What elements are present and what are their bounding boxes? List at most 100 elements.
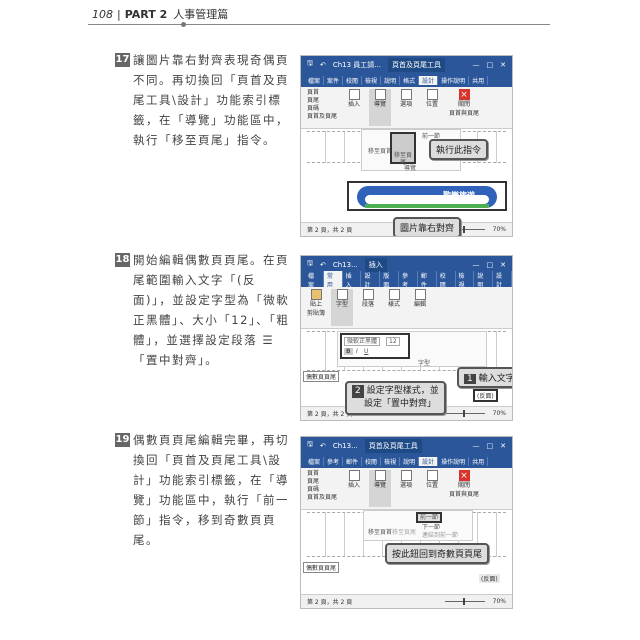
label: 位置 bbox=[426, 482, 439, 489]
position-button[interactable]: 位置 bbox=[421, 89, 443, 126]
maximize-icon[interactable]: □ bbox=[486, 260, 494, 269]
tab-view[interactable]: 檢視 bbox=[456, 271, 475, 289]
insert-icon bbox=[348, 470, 360, 481]
undo-icon[interactable]: ↶ bbox=[319, 260, 326, 269]
close-header-footer-button[interactable]: ×關閉頁首與頁尾 bbox=[447, 89, 481, 126]
tab-help[interactable]: 說明 bbox=[381, 75, 401, 85]
styles-button[interactable]: 樣式 bbox=[383, 289, 405, 326]
undo-icon[interactable]: ↶ bbox=[319, 441, 326, 450]
options-button[interactable]: 選項 bbox=[395, 470, 417, 507]
tab-references[interactable]: 參考 bbox=[399, 271, 418, 289]
previous-section-button[interactable]: 前一節 bbox=[422, 133, 441, 140]
context-tab-label: 頁首及頁尾工具 bbox=[387, 57, 445, 72]
paste-button[interactable]: 貼上剪貼簿 bbox=[305, 289, 327, 326]
close-icon[interactable]: ✕ bbox=[500, 260, 506, 269]
minimize-icon[interactable]: — bbox=[472, 60, 480, 69]
footer-button[interactable]: 頁尾 bbox=[307, 478, 320, 485]
tab-review[interactable]: 校閱 bbox=[343, 75, 363, 85]
tab-format[interactable]: 格式 bbox=[400, 75, 420, 85]
maximize-icon[interactable]: □ bbox=[486, 60, 494, 69]
tell-me[interactable]: 操作說明 bbox=[438, 75, 470, 85]
tab-file[interactable]: 檔案 bbox=[305, 456, 325, 466]
tab-mailings[interactable]: 郵件 bbox=[343, 456, 363, 466]
tab-home[interactable]: 常用 bbox=[323, 271, 343, 289]
font-button[interactable]: 字型 bbox=[331, 289, 354, 326]
bold-button[interactable]: B bbox=[344, 348, 353, 355]
page-number-button[interactable]: 頁碼 bbox=[307, 105, 320, 112]
tab-file[interactable]: 檔案 bbox=[305, 75, 325, 85]
footer-button[interactable]: 頁尾 bbox=[307, 97, 320, 104]
previous-section-button[interactable]: 前一節 bbox=[416, 512, 443, 523]
goto-header-button[interactable]: 移至頁首 bbox=[368, 148, 393, 155]
save-icon[interactable]: 🖫 bbox=[307, 59, 313, 67]
tab-insert[interactable]: 插入 bbox=[343, 271, 362, 289]
tab-file[interactable]: 檔案 bbox=[305, 271, 324, 289]
save-icon[interactable]: 🖫 bbox=[307, 259, 313, 267]
next-section-button[interactable]: 下一節 bbox=[422, 524, 441, 531]
close-icon[interactable]: ✕ bbox=[500, 60, 506, 69]
navigation-icon bbox=[374, 89, 386, 100]
tab-help[interactable]: 說明 bbox=[474, 271, 494, 289]
tab-mailings[interactable]: 案件 bbox=[324, 75, 344, 85]
page-number-button[interactable]: 頁碼 bbox=[307, 486, 320, 493]
insert-button[interactable]: 插入 bbox=[343, 470, 365, 507]
tab-design[interactable]: 設計 bbox=[419, 456, 439, 466]
callout-align-right: 圖片靠右對齊 bbox=[393, 217, 462, 236]
italic-button[interactable]: I bbox=[356, 348, 358, 355]
tab-review[interactable]: 校閱 bbox=[362, 456, 382, 466]
undo-icon[interactable]: ↶ bbox=[319, 60, 326, 69]
close-header-footer-button[interactable]: ×關閉頁首與頁尾 bbox=[447, 470, 481, 507]
part-label: PART 2 bbox=[124, 8, 168, 21]
font-size-select[interactable]: 12 bbox=[386, 337, 400, 346]
tab-references[interactable]: 參考 bbox=[324, 456, 344, 466]
document-title: Ch13 員工請... bbox=[332, 60, 381, 69]
editing-button[interactable]: 編輯 bbox=[409, 289, 431, 326]
header-button[interactable]: 頁首 bbox=[307, 89, 320, 96]
zoom-slider[interactable] bbox=[444, 410, 485, 417]
link-to-previous-button[interactable]: 連結到前一節 bbox=[422, 532, 459, 539]
underline-button[interactable]: U bbox=[364, 348, 369, 355]
tell-me[interactable]: 操作說明 bbox=[438, 456, 470, 466]
label: 編輯 bbox=[414, 301, 427, 308]
share-button[interactable]: 共用 bbox=[469, 75, 489, 85]
title-bar: 🖫 ↶ Ch13 員工請... 頁首及頁尾工具 — □ ✕ bbox=[301, 56, 512, 73]
tab-design[interactable]: 設計 bbox=[419, 75, 439, 85]
clipboard-icon bbox=[310, 289, 322, 300]
header-button[interactable]: 頁首 bbox=[307, 470, 320, 477]
tab-help[interactable]: 說明 bbox=[400, 456, 420, 466]
tab-hf-design[interactable]: 設計 bbox=[493, 271, 512, 289]
tab-design[interactable]: 設計 bbox=[361, 271, 381, 289]
title-bar: 🖫↶Ch13...插入—□✕ bbox=[301, 256, 512, 273]
goto-header-button[interactable]: 移至頁首 bbox=[368, 529, 393, 536]
font-name-select[interactable]: 微軟正黑體 bbox=[344, 337, 381, 346]
navigation-button[interactable]: 導覽 bbox=[369, 470, 392, 507]
tab-mailings[interactable]: 郵件 bbox=[418, 271, 437, 289]
paragraph-icon bbox=[362, 289, 374, 300]
close-icon[interactable]: ✕ bbox=[500, 441, 506, 450]
goto-footer-button[interactable]: 移至頁尾 bbox=[390, 132, 416, 166]
paragraph-button[interactable]: 段落 bbox=[357, 289, 379, 326]
save-icon[interactable]: 🖫 bbox=[307, 440, 313, 448]
tab-view[interactable]: 檢視 bbox=[362, 75, 382, 85]
header-rule bbox=[88, 24, 550, 25]
share-button[interactable]: 共用 bbox=[469, 456, 489, 466]
options-button[interactable]: 選項 bbox=[395, 89, 417, 126]
document-title: Ch13... bbox=[332, 441, 358, 450]
tab-layout[interactable]: 版面 bbox=[380, 271, 400, 289]
navigation-button[interactable]: 導覽 bbox=[369, 89, 392, 126]
group-label: 頁首及頁尾 bbox=[307, 113, 338, 120]
step-number: 17 bbox=[115, 53, 130, 67]
position-icon bbox=[426, 89, 438, 100]
tab-review[interactable]: 校閱 bbox=[437, 271, 456, 289]
position-button[interactable]: 位置 bbox=[421, 470, 443, 507]
navigation-dropdown: 移至頁首 移至頁尾 前一節 下一節 連結到前一節 bbox=[363, 510, 473, 541]
minimize-icon[interactable]: — bbox=[472, 260, 480, 269]
maximize-icon[interactable]: □ bbox=[486, 441, 494, 450]
tab-view[interactable]: 檢視 bbox=[381, 456, 401, 466]
position-icon bbox=[426, 470, 438, 481]
zoom-slider[interactable] bbox=[444, 598, 485, 605]
goto-footer-button[interactable]: 移至頁尾 bbox=[392, 529, 417, 536]
minimize-icon[interactable]: — bbox=[472, 441, 480, 450]
zoom-slider[interactable] bbox=[444, 226, 485, 233]
insert-button[interactable]: 插入 bbox=[343, 89, 365, 126]
